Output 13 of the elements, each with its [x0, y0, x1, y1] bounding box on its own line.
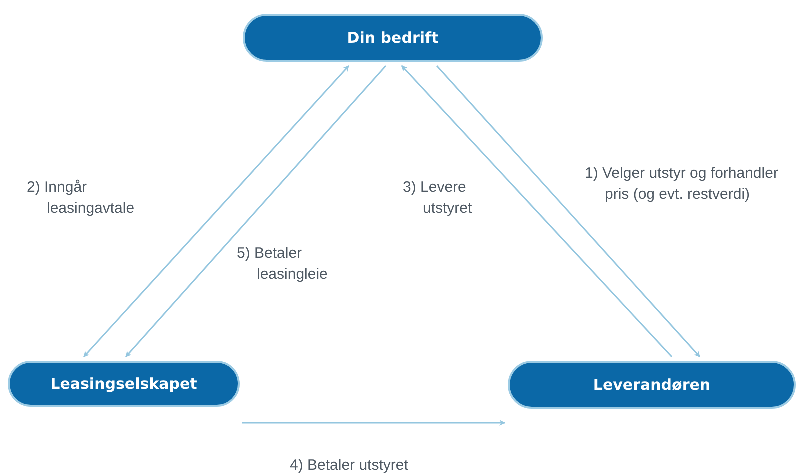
process-box: Leverandøren: [508, 361, 796, 409]
arrow: [401, 66, 673, 358]
edge-label: 4) Betaler utstyret: [290, 456, 410, 476]
edge-label: 5) Betaler leasingleie: [237, 244, 329, 285]
arrow: [242, 420, 506, 426]
arrow: [83, 66, 350, 358]
arrow: [436, 66, 701, 358]
arrow: [125, 66, 387, 358]
edge-label: 2) Inngår leasingavtale: [27, 178, 136, 219]
edge-label: 3) Levere utstyret: [403, 178, 474, 219]
edge-label: 1) Velger utstyr og forhandler pris (og evt. restverdi): [585, 164, 780, 205]
process-box: Din bedrift: [243, 14, 543, 62]
process-box: Leasingselskapet: [8, 361, 240, 407]
